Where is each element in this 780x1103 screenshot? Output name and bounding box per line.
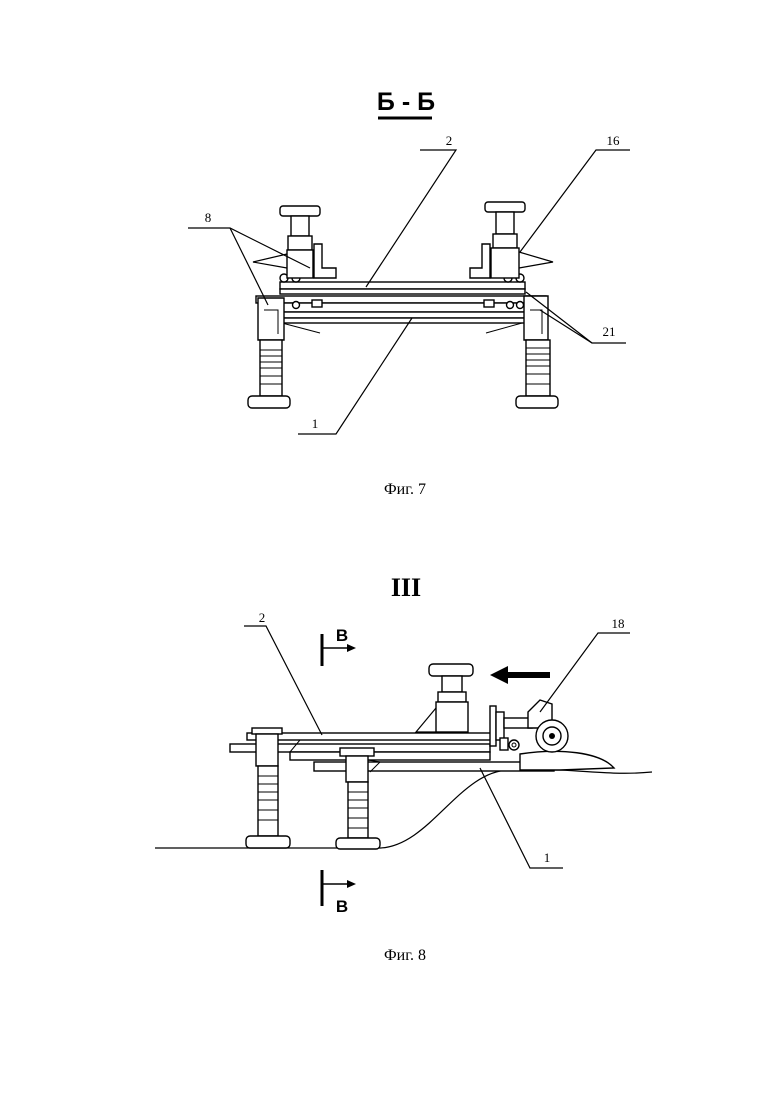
fig8-caption: Фиг. 8 — [384, 947, 426, 964]
fig7-left-lower-jack — [248, 298, 290, 408]
fig8-cut-label-bottom: В — [336, 897, 348, 916]
fig7-label-1: 1 — [312, 416, 319, 431]
fig7-label-8: 8 — [205, 210, 212, 225]
fig7-caption: Фиг. 7 — [384, 481, 426, 498]
fig8-label-18: 18 — [612, 616, 625, 631]
fig7-label-2: 2 — [446, 133, 453, 148]
fig8-label-1: 1 — [544, 850, 551, 865]
fig8-label-2: 2 — [259, 610, 266, 625]
fig7-lower-frame — [256, 296, 546, 333]
fig7-left-upper-jack — [253, 206, 336, 278]
fig8-cut-label-top: В — [336, 626, 348, 645]
fig8-lower-frame — [290, 751, 614, 771]
fig8-section-cut-bottom: В — [322, 870, 356, 916]
fig7-upper-platform — [280, 282, 525, 294]
figure-8: III В В — [155, 573, 652, 964]
fig7-section-title: Б - Б — [377, 88, 435, 116]
figure-7: Б - Б — [188, 88, 630, 498]
fig8-ground-profile — [155, 770, 652, 848]
fig8-drive-unit — [490, 700, 568, 752]
fig8-section-cut-top: В — [322, 626, 356, 666]
fig8-upper-jack — [416, 664, 473, 732]
fig7-right-upper-jack — [470, 202, 553, 278]
fig7-label-21: 21 — [603, 324, 616, 339]
fig8-section-title: III — [391, 573, 421, 602]
fig7-label-16: 16 — [607, 133, 621, 148]
fig8-direction-arrow — [490, 666, 550, 684]
